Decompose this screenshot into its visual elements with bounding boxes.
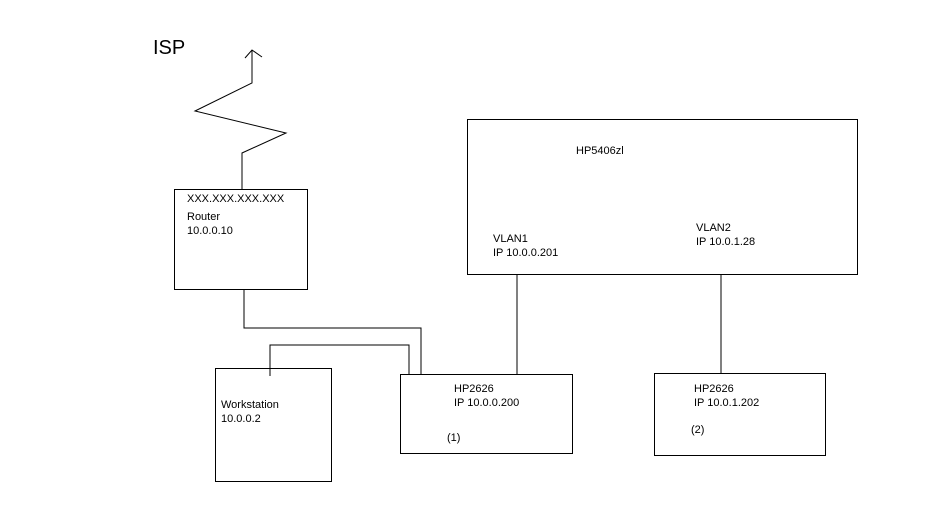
isp-arrow-head-icon [244,49,263,59]
core-switch-name: HP5406zl [576,145,624,157]
router-ip: 10.0.0.10 [187,225,233,237]
switch1-name: HP2626 [454,383,494,395]
vlan2-ip: IP 10.0.1.28 [696,236,756,248]
isp-wan-link [193,50,288,189]
switch2-box [654,373,826,456]
router-box [174,189,308,290]
workstation-name: Workstation [221,399,279,411]
workstation-to-switch1-link [269,344,410,376]
router-to-switch1-link [243,289,422,374]
router-public-ip: XXX.XXX.XXX.XXX [187,193,285,205]
vlan1-name: VLAN1 [493,233,528,245]
switch2-number: (2) [691,424,705,436]
switch1-ip: IP 10.0.0.200 [454,397,520,409]
switch1-box [400,374,573,454]
switch2-name: HP2626 [694,383,734,395]
workstation-ip: 10.0.0.2 [221,413,261,425]
router-name: Router [187,211,221,223]
workstation-box [215,368,332,482]
isp-label: ISP [153,37,186,59]
core-switch-box [467,119,858,275]
vlan2-name: VLAN2 [696,222,731,234]
switch2-ip: IP 10.0.1.202 [694,397,760,409]
switch1-number: (1) [447,432,461,444]
vlan1-ip: IP 10.0.0.201 [493,247,559,259]
